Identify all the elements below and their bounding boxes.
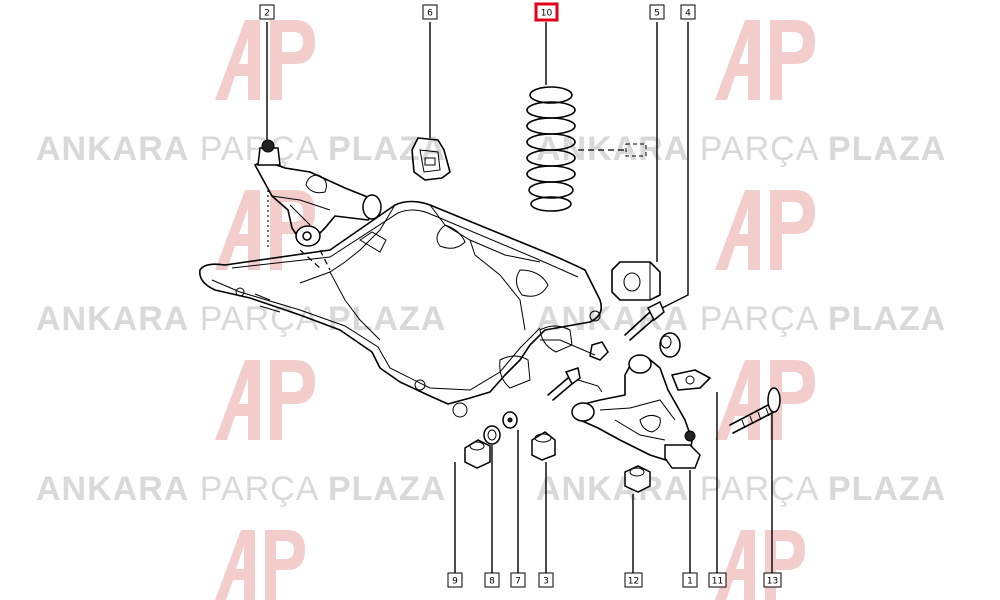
callout-8[interactable]: 8 [484,572,500,588]
svg-text:ANKARA PARÇA PLAZA: ANKARA PARÇA PLAZA [536,300,946,338]
lower-wishbone [571,354,701,469]
callout-9[interactable]: 9 [447,572,463,588]
upper-wishbone [254,139,382,271]
callout-12[interactable]: 12 [624,572,643,588]
wm-word-ankara: ANKARA [36,470,189,508]
callout-5-label: 5 [654,9,660,19]
nut-part-9 [464,439,491,469]
callout-3[interactable]: 3 [538,572,554,588]
watermark-logos [215,20,815,600]
svg-text:ANKARA PARÇA PLAZA: ANKARA PARÇA PLAZA [36,470,446,508]
leader-lines [266,22,773,573]
washer-part-11b [671,369,711,391]
watermark-logo [715,530,805,600]
watermark-logo [215,530,305,600]
bracket-part-6 [411,137,451,181]
wm-word-parca: PARÇA [700,130,819,168]
wm-word-ankara: ANKARA [536,300,689,338]
svg-text:ANKARA PARÇA PLAZA: ANKARA PARÇA PLAZA [36,130,446,168]
callout-11-label: 11 [712,577,723,587]
svg-text:ANKARA PARÇA PLAZA: ANKARA PARÇA PLAZA [536,470,946,508]
wm-word-ankara: ANKARA [36,300,189,338]
nut-near-part-4 [589,341,609,361]
watermark-logo [215,360,315,440]
callout-11[interactable]: 11 [708,572,727,588]
wm-word-plaza: PLAZA [828,470,946,508]
washer-part-8 [483,425,501,445]
nut-part-12 [624,465,651,493]
callout-5[interactable]: 5 [649,4,665,20]
wm-word-plaza: PLAZA [328,130,446,168]
wm-word-parca: PARÇA [700,300,819,338]
coil-spring-part-10 [526,86,647,212]
callout-6-label: 6 [427,9,433,19]
callout-7[interactable]: 7 [510,572,526,588]
bolt-part-3-top [547,367,581,401]
wm-word-parca: PARÇA [200,300,319,338]
washer-part-7 [502,411,518,429]
wm-word-plaza: PLAZA [828,300,946,338]
bushing-part-5 [611,261,661,301]
bush-part-11 [659,332,681,358]
callout-4[interactable]: 4 [680,4,696,20]
wm-word-plaza: PLAZA [328,470,446,508]
svg-text:ANKARA PARÇA PLAZA: ANKARA PARÇA PLAZA [536,130,946,168]
bush-part-3 [531,431,556,461]
watermark-logo [715,20,815,100]
wm-word-parca: PARÇA [700,470,819,508]
callout-10[interactable]: 10 [534,2,559,22]
callout-1[interactable]: 1 [682,572,698,588]
callout-4-label: 4 [685,9,691,19]
callout-13-label: 13 [767,577,778,587]
callout-8-label: 8 [489,577,495,587]
watermark-logo [715,190,815,270]
watermark-logo [215,20,315,100]
callout-7-label: 7 [515,577,521,587]
bolt-part-13 [729,387,781,434]
callout-1-label: 1 [687,577,693,587]
watermark-text: ANKARA PARÇA PLAZA ANKARA PARÇA PLAZA AN… [36,130,946,508]
bolt-part-4 [624,300,665,341]
wm-word-plaza: PLAZA [828,130,946,168]
wm-word-ankara: ANKARA [536,470,689,508]
callout-2[interactable]: 2 [259,4,275,20]
watermark-logo [715,360,815,440]
callout-12-label: 12 [628,577,639,587]
subframe [198,200,603,418]
callout-3-label: 3 [543,577,549,587]
callout-9-label: 9 [452,577,458,587]
callout-6[interactable]: 6 [422,4,438,20]
callout-10-label: 10 [541,9,553,19]
callout-2-label: 2 [264,9,270,19]
wm-word-ankara: ANKARA [36,130,189,168]
svg-text:ANKARA PARÇA PLAZA: ANKARA PARÇA PLAZA [36,300,446,338]
wm-word-plaza: PLAZA [328,300,446,338]
wm-word-parca: PARÇA [200,470,319,508]
callout-13[interactable]: 13 [763,572,782,588]
